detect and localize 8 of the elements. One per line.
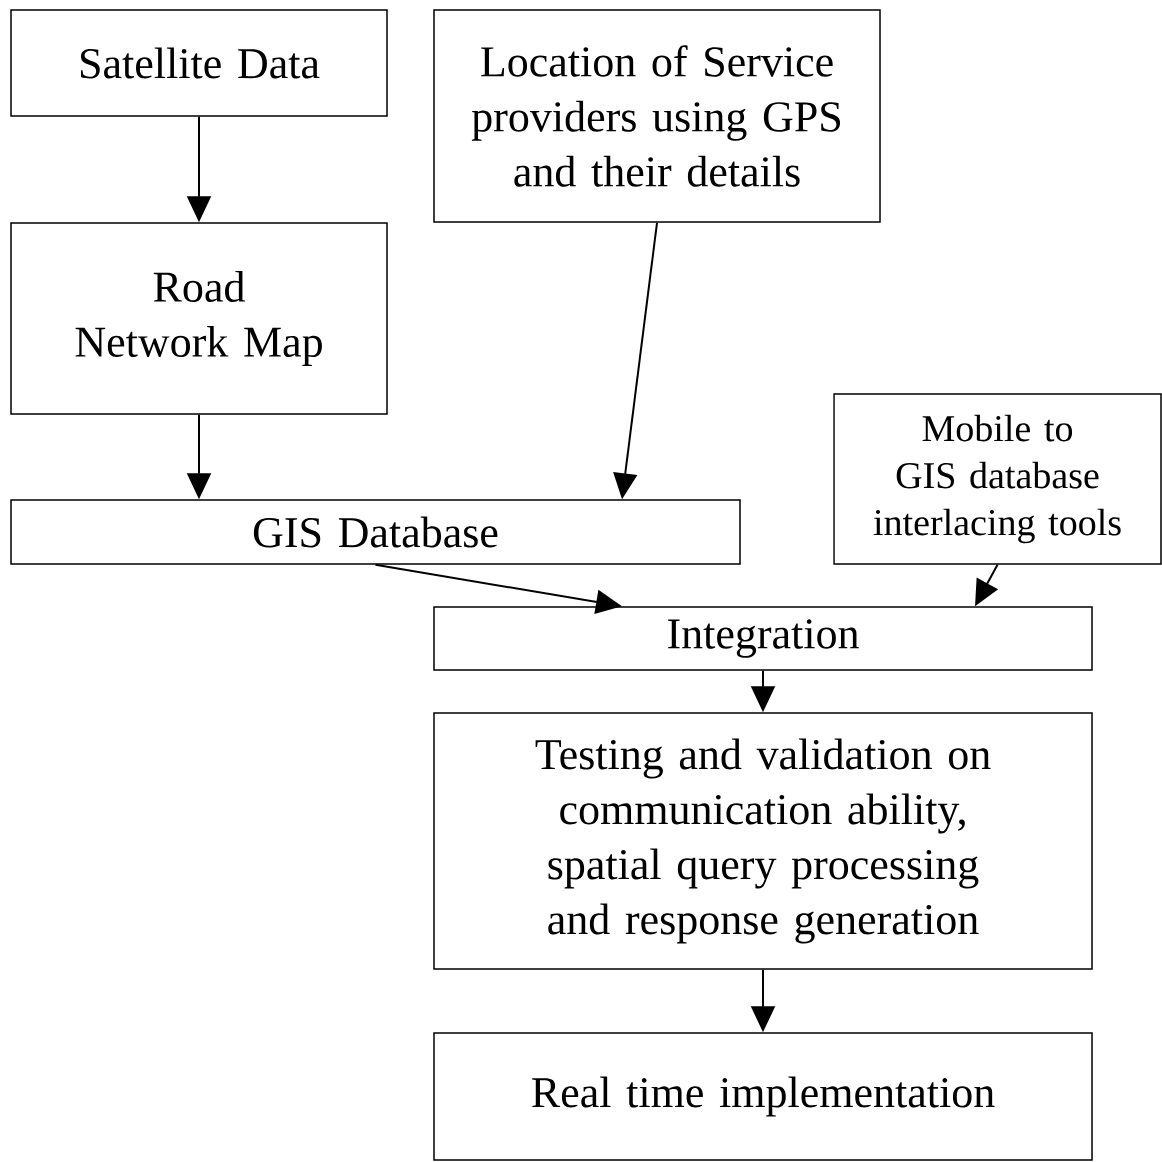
process-box: Testing and validation on communication ability, spatial query processing and response generation: [433, 712, 1093, 970]
process-box: Mobile to GIS database interlacing tools: [833, 393, 1162, 565]
process-box: GIS Database: [10, 499, 741, 565]
process-box: Road Network Map: [10, 222, 388, 415]
process-box: Integration: [433, 606, 1093, 671]
process-box: Real time implementation: [433, 1032, 1093, 1161]
process-box: Location of Service providers using GPS and their details: [433, 9, 881, 223]
process-box: Satellite Data: [10, 9, 388, 117]
